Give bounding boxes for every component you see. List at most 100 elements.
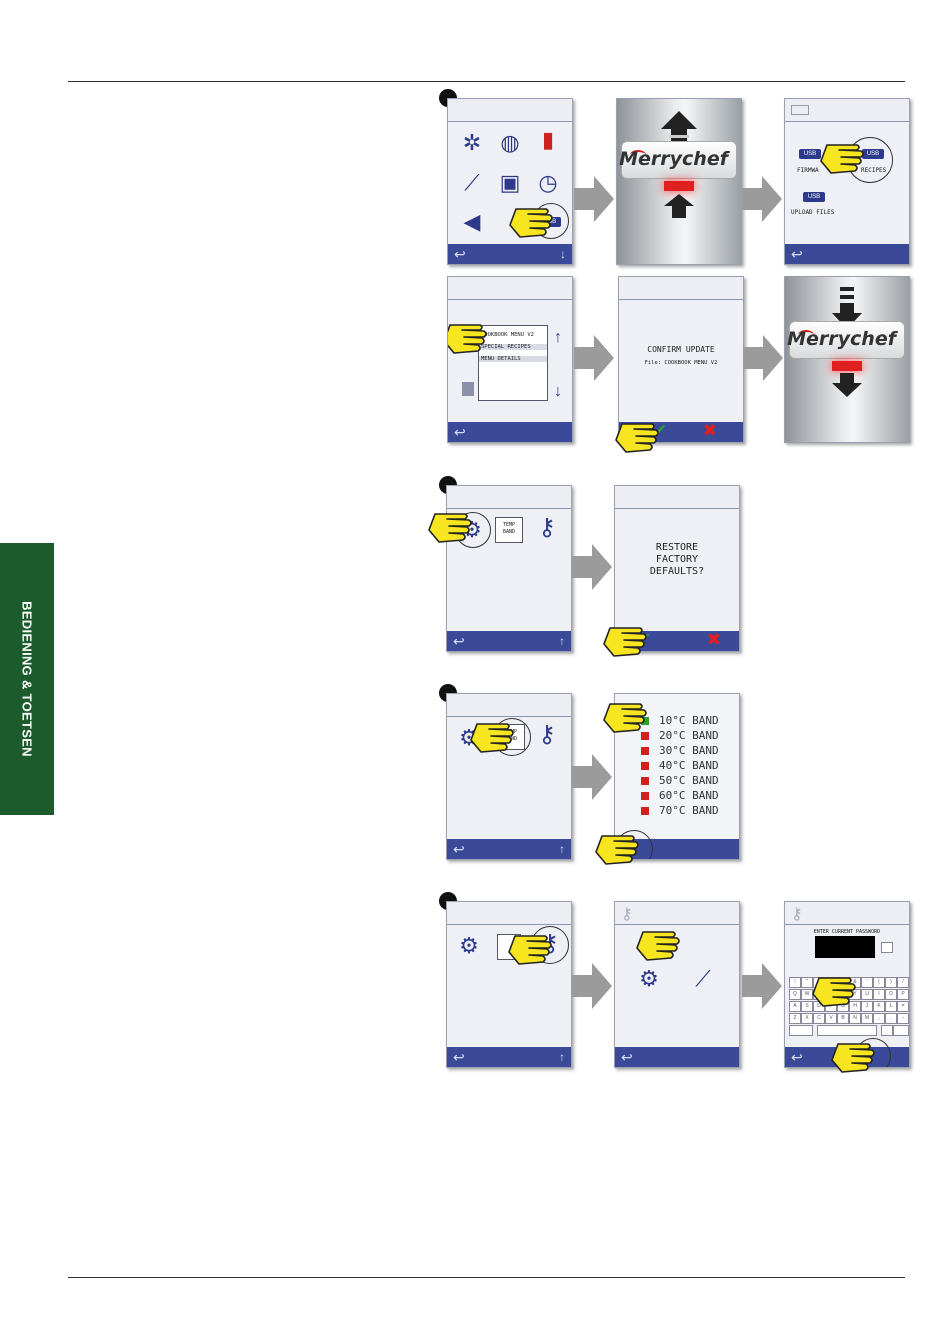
band-checkbox[interactable] xyxy=(641,792,649,800)
clock-calendar-icon[interactable]: ◷ xyxy=(538,170,558,195)
keyboard-key[interactable]: K xyxy=(873,1001,885,1012)
wrench-icon[interactable]: ⟋ xyxy=(464,170,480,195)
up-arrow-icon[interactable]: ↑ xyxy=(559,634,565,648)
keyboard-key[interactable]: I xyxy=(873,989,885,1000)
down-arrow-icon[interactable]: ↓ xyxy=(554,383,562,400)
usb-icon[interactable]: USB xyxy=(862,149,884,159)
screen-password-keyboard: ⚷ ENTER CURRENT PASSWORD ! " # $ % & ' (… xyxy=(784,901,910,1068)
keyboard-key[interactable]: Z xyxy=(789,1013,801,1024)
up-arrow-icon[interactable]: ↑ xyxy=(559,1050,565,1064)
scroll-down-button[interactable] xyxy=(462,382,474,396)
factory-reset-icon[interactable]: ⚙ xyxy=(459,933,479,958)
screen-restore-defaults: RESTORE FACTORY DEFAULTS? ✔ ✖ xyxy=(614,485,740,652)
keyboard-key[interactable]: = xyxy=(897,1001,909,1012)
keyboard-key[interactable]: X xyxy=(801,1013,813,1024)
shift-arrows-key[interactable] xyxy=(789,1025,813,1036)
indicator-light xyxy=(664,181,694,191)
keyboard-key[interactable]: C xyxy=(813,1013,825,1024)
temp-band-button[interactable]: TEMP BAND xyxy=(495,517,523,543)
speaker-icon[interactable]: ◀ xyxy=(463,209,481,234)
pointing-hand-icon xyxy=(595,835,639,865)
confirm-title: CONFIRM UPDATE xyxy=(647,345,715,354)
keyboard-key[interactable]: / xyxy=(897,977,909,988)
keyboard-key[interactable]: ' xyxy=(861,977,873,988)
band-checkbox[interactable] xyxy=(641,747,649,755)
cross-icon[interactable]: ✖ xyxy=(706,630,721,649)
keyboard-key[interactable]: ! xyxy=(789,977,801,988)
thermometer-icon[interactable]: ▮ xyxy=(541,127,555,152)
keyboard-key[interactable]: A xyxy=(789,1001,801,1012)
keyboard-key[interactable]: " xyxy=(801,977,813,988)
back-arrow-icon[interactable]: ↩ xyxy=(454,424,466,440)
list-item[interactable]: MENU DETAILS xyxy=(479,356,547,362)
keyboard-key[interactable]: , xyxy=(873,1013,885,1024)
list-item[interactable]: SPECIAL RECIPES xyxy=(479,344,547,350)
restore-line: RESTORE xyxy=(655,542,699,553)
password-input[interactable] xyxy=(815,936,875,958)
wrench-icon[interactable]: ⟋ xyxy=(695,966,711,991)
band-option[interactable]: 70°C BAND xyxy=(659,804,719,817)
keyboard-key[interactable]: O xyxy=(885,989,897,1000)
keyboard-key[interactable]: B xyxy=(837,1013,849,1024)
indicator-light xyxy=(832,361,862,371)
list-item[interactable]: COOKBOOK MENU V2 xyxy=(481,332,534,338)
key-icon[interactable]: ⚷ xyxy=(538,721,556,748)
usb-icon[interactable]: USB xyxy=(539,217,561,227)
pointing-hand-icon xyxy=(812,977,856,1007)
keyboard-key[interactable]: P xyxy=(897,989,909,1000)
keyboard-key[interactable]: H xyxy=(849,1001,861,1012)
keyboard-key[interactable]: M xyxy=(861,1013,873,1024)
clipboard-icon[interactable]: ▣ xyxy=(499,170,521,195)
up-arrow-icon[interactable]: ↑ xyxy=(559,842,565,856)
firmware-label[interactable]: FIRMWA xyxy=(797,167,819,174)
upload-files-label[interactable]: UPLOAD FILES xyxy=(791,209,835,216)
keyboard-key[interactable]: N xyxy=(849,1013,861,1024)
back-arrow-icon[interactable]: ↩ xyxy=(791,1049,803,1065)
band-checkbox[interactable] xyxy=(641,717,649,725)
gears-icon[interactable]: ⚙ xyxy=(639,966,659,991)
up-arrow-icon[interactable]: ↑ xyxy=(554,329,562,346)
back-arrow-icon[interactable]: ↩ xyxy=(453,841,465,857)
back-arrow-icon[interactable]: ↩ xyxy=(453,1049,465,1065)
back-arrow-icon[interactable]: ↩ xyxy=(453,633,465,649)
band-option[interactable]: 40°C BAND xyxy=(659,759,719,772)
usb-icon[interactable]: USB xyxy=(803,192,825,202)
band-option[interactable]: 10°C BAND xyxy=(659,714,719,727)
cross-icon[interactable]: ✖ xyxy=(702,421,717,440)
space-bar[interactable] xyxy=(817,1025,877,1036)
keyboard-key[interactable]: J xyxy=(861,1001,873,1012)
back-arrow-icon[interactable]: ↩ xyxy=(454,246,466,262)
clear-button[interactable] xyxy=(881,942,893,953)
merrychef-logo: Merrychef xyxy=(619,141,737,179)
settings-gear-icon[interactable]: ✲ xyxy=(462,130,482,155)
band-checkbox[interactable] xyxy=(641,732,649,740)
recipes-label[interactable]: RECIPES xyxy=(861,167,887,174)
enter-key[interactable] xyxy=(893,1025,909,1036)
band-option[interactable]: 30°C BAND xyxy=(659,744,719,757)
keyboard-key[interactable]: ) xyxy=(885,977,897,988)
key-icon[interactable]: ⚷ xyxy=(538,514,556,541)
globe-icon[interactable]: ◍ xyxy=(500,130,520,155)
keyboard-key[interactable]: V xyxy=(825,1013,837,1024)
band-option[interactable]: 60°C BAND xyxy=(659,789,719,802)
back-arrow-icon[interactable]: ↩ xyxy=(791,246,803,262)
usb-icon[interactable]: USB xyxy=(799,149,821,159)
keyboard-key[interactable]: L xyxy=(885,1001,897,1012)
keyboard-key[interactable]: - xyxy=(897,1013,909,1024)
band-option[interactable]: 20°C BAND xyxy=(659,729,719,742)
band-checkbox[interactable] xyxy=(641,777,649,785)
keyboard-key[interactable]: . xyxy=(885,1013,897,1024)
band-checkbox[interactable] xyxy=(641,762,649,770)
keyboard-key[interactable]: ( xyxy=(873,977,885,988)
down-arrow-icon[interactable]: ↓ xyxy=(560,247,566,261)
keyboard-key[interactable]: Q xyxy=(789,989,801,1000)
keyboard-key[interactable]: S xyxy=(801,1001,813,1012)
flow-arrow-icon xyxy=(574,335,614,381)
backspace-key[interactable] xyxy=(881,1025,893,1036)
pointing-hand-icon xyxy=(509,208,553,238)
back-arrow-icon[interactable]: ↩ xyxy=(621,1049,633,1065)
key-icon: ⚷ xyxy=(621,906,633,923)
band-checkbox[interactable] xyxy=(641,807,649,815)
band-option[interactable]: 50°C BAND xyxy=(659,774,719,787)
keyboard-key[interactable]: U xyxy=(861,989,873,1000)
